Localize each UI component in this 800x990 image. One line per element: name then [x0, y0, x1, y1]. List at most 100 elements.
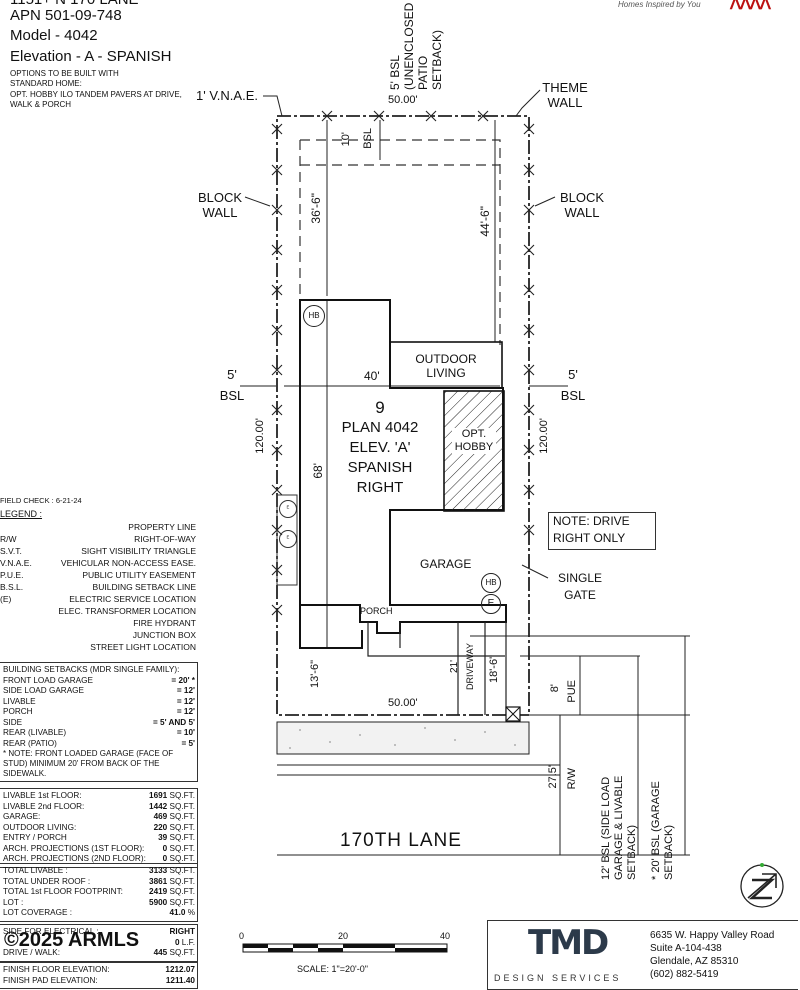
watermark: ©2025 ARMLS — [4, 929, 140, 951]
garage-label: GARAGE — [420, 557, 472, 571]
plan-label: PLAN 4042 — [341, 419, 419, 436]
side-right-dim: 5' — [568, 367, 578, 382]
firm-address-2: Suite A-104-438 — [650, 943, 722, 954]
setback-row: LIVABLE= 12' — [3, 696, 195, 706]
pue-dim: 8' — [549, 684, 561, 693]
scale-tick-20: 20 — [338, 931, 349, 941]
apn: APN 501-09-748 — [10, 7, 122, 24]
legend: FIELD CHECK : 6-21-24 LEGEND : PROPERTY … — [0, 496, 196, 653]
block-wall-marks — [271, 110, 535, 616]
setback-row: REAR (LIVABLE)= 10' — [3, 728, 195, 737]
driveway-label: DRIVEWAY — [465, 643, 475, 691]
rear-patio-bsl: 5' BSL (UNENCLOSED PATIO SETBACK) — [388, 2, 444, 90]
legend-row: STREET LIGHT LOCATION — [90, 642, 196, 652]
hand-label: RIGHT — [356, 479, 404, 496]
hose-bib-rear: HB — [303, 305, 325, 327]
theme-wall-label: THEME WALL — [542, 80, 588, 110]
outlet-icon: ᴱ — [279, 500, 297, 518]
dim-13-6: 13'-6" — [309, 660, 321, 689]
misc-row: SIDE FOR ELECTRICAL :RIGHT — [3, 927, 195, 936]
firm-phone: (602) 882-5419 — [650, 969, 719, 980]
rw-dim: 27.5' — [547, 765, 559, 789]
block-wall-right-label: BLOCK WALL — [559, 190, 605, 220]
setback-row: FRONT LOAD GARAGE= 20' * — [3, 675, 195, 685]
area-row: ARCH. PROJECTIONS (1ST FLOOR):0 SQ.FT. — [3, 843, 195, 853]
legend-row: S.V.T.SIGHT VISIBILITY TRIANGLE — [0, 546, 196, 556]
property-line — [276, 115, 530, 716]
legend-row: V.N.A.E.VEHICULAR NON-ACCESS EASE. — [0, 558, 196, 568]
lot-number: 9 — [375, 398, 385, 417]
elevation-row: FINISH PAD ELEVATION:1211.40 — [3, 975, 195, 985]
scale-tick-0: 0 — [239, 931, 245, 941]
setbacks-table: BUILDING SETBACKS (MDR SINGLE FAMILY): F… — [0, 662, 198, 782]
firm-address-3: Glendale, AZ 85310 — [650, 956, 739, 967]
note-drive: NOTE: DRIVE RIGHT ONLY — [548, 512, 656, 550]
setback-row: REAR (PATIO)= 5' — [3, 738, 195, 748]
legend-title: LEGEND : — [0, 509, 43, 519]
dim-44-6: 44'-6" — [478, 206, 492, 237]
legend-row: JUNCTION BOX — [132, 630, 196, 640]
electric-service-icon: E — [481, 594, 501, 614]
options-intro: OPTIONS TO BE BUILT WITH STANDARD HOME: — [10, 69, 119, 88]
brand-tagline: Homes Inspired by You — [618, 0, 701, 9]
lot-depth-right: 120.00' — [538, 418, 550, 454]
total-row: TOTAL UNDER ROOF :3861 SQ.FT. — [3, 876, 195, 886]
setbacks-title: BUILDING SETBACKS (MDR SINGLE FAMILY): — [3, 665, 180, 674]
dim-18-6: 18'-6" — [488, 655, 500, 684]
side-right-bsl: BSL — [560, 388, 586, 403]
legend-row: (E)ELECTRIC SERVICE LOCATION — [0, 594, 196, 604]
total-row: LOT :5900 SQ.FT. — [3, 897, 195, 907]
legend-row: B.S.L.BUILDING SETBACK LINE — [0, 582, 196, 592]
elev-label: ELEV. 'A' — [349, 439, 411, 456]
opt-hobby-label: OPT. HOBBY — [452, 428, 496, 454]
side-left-dim: 5' — [227, 367, 237, 382]
elevation-row: FINISH FLOOR ELEVATION:1212.07 — [3, 965, 195, 974]
bottom-lot-width: 50.00' — [388, 697, 418, 709]
pue-label: PUE — [566, 680, 578, 703]
setback-row: SIDE= 5' AND 5' — [3, 717, 195, 727]
area-row: GARAGE:469 SQ.FT. — [3, 812, 195, 821]
scale-label: SCALE: 1"=20'-0" — [297, 964, 368, 974]
side-left-bsl: BSL — [219, 388, 245, 403]
setback-row: SIDE LOAD GARAGE= 12' — [3, 686, 195, 695]
legend-row: P.U.E.PUBLIC UTILITY EASEMENT — [0, 570, 196, 580]
total-row: LOT COVERAGE :41.0 % — [3, 908, 195, 917]
vnae-label: 1' V.N.A.E. — [196, 88, 258, 103]
options-list: OPT. HOBBY ILO TANDEM PAVERS AT DRIVE, W… — [10, 90, 182, 109]
lot-depth-left: 120.00' — [254, 418, 266, 454]
block-wall-left-label: BLOCK WALL — [197, 190, 243, 220]
area-row: LIVABLE 2nd FLOOR:1442 SQ.FT. — [3, 801, 195, 811]
areas-table: LIVABLE 1st FLOOR:1691 SQ.FT. LIVABLE 2n… — [0, 788, 198, 868]
area-row: OUTDOOR LIVING:220 SQ.FT. — [3, 822, 195, 832]
brand-logo: ꓥꓥꓥꓥ — [730, 0, 771, 13]
area-row: LIVABLE 1st FLOOR:1691 SQ.FT. — [3, 791, 195, 800]
bsl-20-label: * 20' BSL (GARAGE SETBACK) — [650, 781, 675, 880]
title-block: TMD DESIGN SERVICES 6635 W. Happy Valley… — [487, 920, 798, 990]
setback-note: * NOTE: FRONT LOADED GARAGE (FACE OF STU… — [3, 749, 174, 778]
house-width-dim: 40' — [364, 369, 380, 383]
rear-setback-dim: 10' — [340, 132, 352, 147]
lot-address: 1151+ N 170 LANE — [10, 0, 139, 9]
single-gate-label: SINGLE GATE — [557, 571, 602, 602]
elevations-table: FINISH FLOOR ELEVATION:1212.07 FINISH PA… — [0, 962, 198, 989]
street-name: 170TH LANE — [340, 830, 462, 851]
top-lot-width: 50.00' — [388, 94, 418, 106]
misc-row: 0 L.F. — [174, 937, 195, 947]
firm-tagline: DESIGN SERVICES — [494, 973, 622, 983]
style-label: SPANISH — [347, 459, 413, 476]
outdoor-living-label: OUTDOOR LIVING — [415, 352, 477, 380]
hose-bib-front: HB — [481, 573, 501, 593]
model: Model - 4042 — [10, 27, 98, 44]
driveway-dim-21: 21' — [449, 660, 460, 674]
legend-row: ELEC. TRANSFORMER LOCATION — [58, 606, 196, 616]
legend-row: PROPERTY LINE — [128, 522, 196, 532]
porch-label: PORCH — [360, 606, 393, 616]
bsl-12-label: 12' BSL (SIDE LOAD GARAGE & LIVABLE SETB… — [600, 775, 638, 880]
dim-36-6: 36'-6" — [309, 193, 323, 224]
rear-bsl-label: BSL — [362, 128, 374, 149]
total-row: TOTAL 1st FLOOR FOOTPRINT:2419 SQ.FT. — [3, 887, 195, 896]
house-depth-dim: 68' — [311, 463, 325, 479]
